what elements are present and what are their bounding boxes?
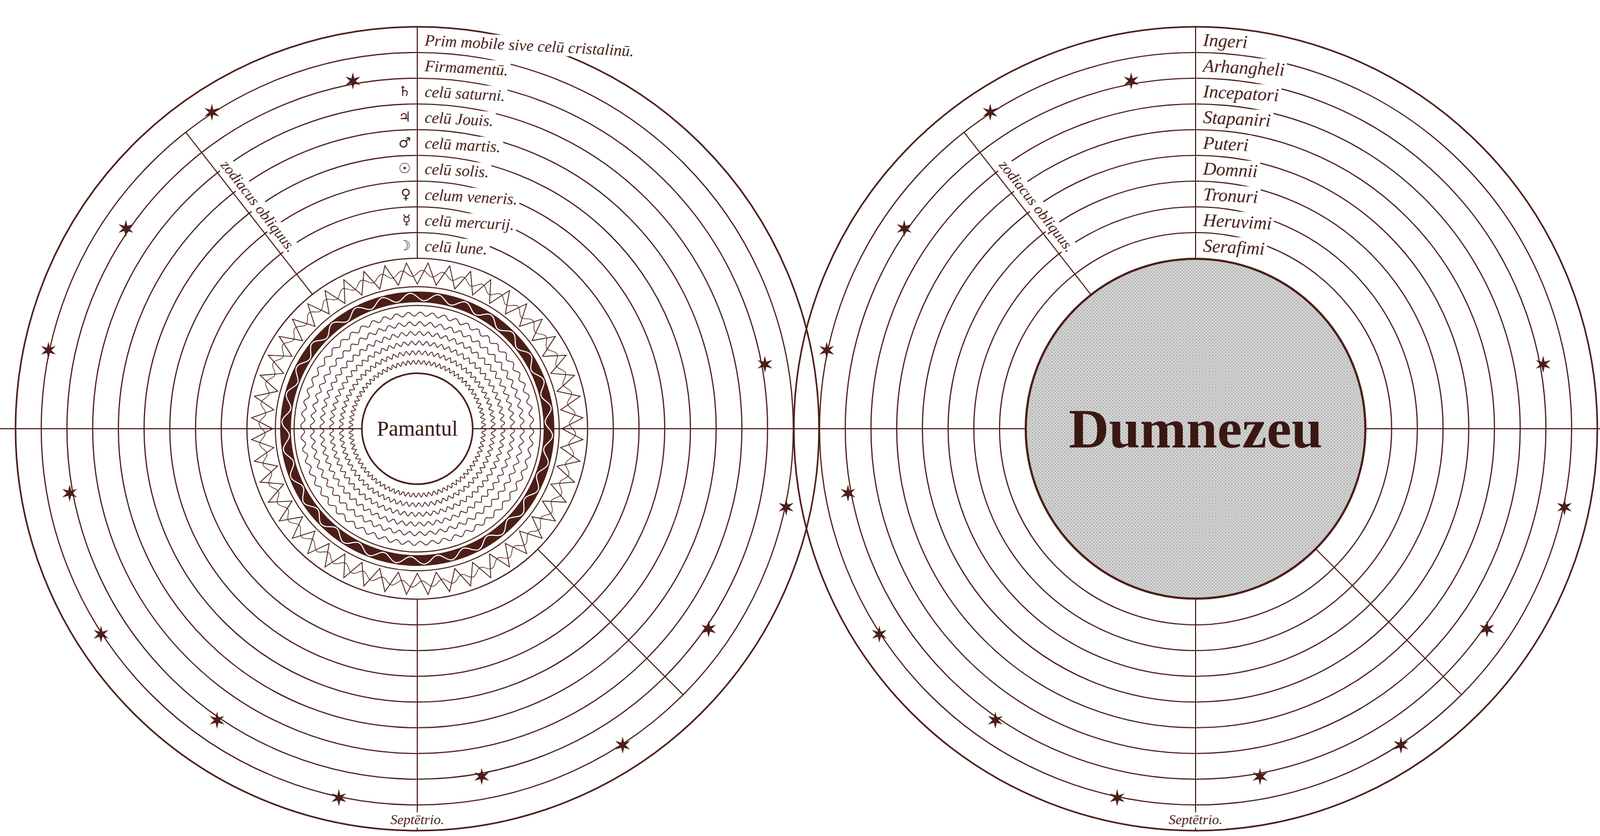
choir-name: Arhangheli xyxy=(1200,55,1288,80)
star-symbol xyxy=(474,767,490,785)
water-sphere xyxy=(310,321,524,536)
star-symbol xyxy=(982,103,998,122)
planet-symbol: ♃ xyxy=(396,109,413,125)
star-symbol xyxy=(331,789,347,807)
sphere-name: celū solis. xyxy=(422,159,492,182)
star-symbol xyxy=(872,625,888,643)
water-sphere xyxy=(348,359,486,498)
water-sphere xyxy=(329,340,506,517)
star-symbol xyxy=(1252,767,1268,785)
star-symbol xyxy=(93,625,109,643)
sphere-name: celū lune. xyxy=(422,236,490,258)
zodiac-line xyxy=(1316,549,1462,695)
planet-symbol: ☽ xyxy=(396,237,413,254)
sphere-ring xyxy=(1025,258,1366,599)
north-label: Septētrio. xyxy=(1166,812,1225,828)
planet-symbol: ♀ xyxy=(398,186,413,202)
choir-name: Domnii xyxy=(1200,158,1261,182)
star-symbol xyxy=(840,484,856,502)
water-sphere xyxy=(301,312,535,546)
star-symbol xyxy=(345,72,361,90)
circle-shape xyxy=(1026,259,1366,599)
zodiac-line xyxy=(185,132,313,295)
star-symbol xyxy=(1479,620,1495,638)
choir-name: Puteri xyxy=(1200,132,1252,155)
sphere-name: celum veneris. xyxy=(422,185,521,208)
center-name: Dumnezeu xyxy=(1068,397,1323,460)
sphere-name: celū mercurij. xyxy=(422,211,517,234)
zodiac-line xyxy=(537,549,684,695)
water-sphere xyxy=(339,350,496,507)
star-symbol xyxy=(1123,72,1139,90)
center-name: Pamantul xyxy=(376,416,458,441)
sphere-center: Dumnezeu xyxy=(1025,258,1366,599)
star-symbol xyxy=(209,711,225,729)
choir-name: Tronuri xyxy=(1200,183,1261,207)
water-sphere xyxy=(319,331,515,526)
planet-symbol: ☉ xyxy=(396,160,413,177)
star-symbol xyxy=(896,219,912,237)
star-symbol xyxy=(757,355,773,373)
choir-name: Ingeri xyxy=(1200,29,1251,52)
choir-name: Stapaniri xyxy=(1200,106,1274,131)
air-sphere xyxy=(275,286,560,571)
star-symbol xyxy=(41,341,57,359)
star-symbol xyxy=(819,341,835,359)
sphere-name: Firmamentū. xyxy=(422,56,511,80)
sphere-center: Pamantul xyxy=(361,372,474,485)
zodiac-label: zodiacus obliquus. xyxy=(994,155,1080,258)
star-symbol xyxy=(1535,355,1551,373)
sphere-name: celū Jouis. xyxy=(422,108,497,130)
planet-symbol: ♄ xyxy=(396,83,413,100)
planet-symbol: ♂ xyxy=(396,134,413,151)
air-sphere xyxy=(294,305,541,552)
fire-sphere xyxy=(251,263,584,595)
zodiac-line xyxy=(964,132,1091,295)
choir-name: Serafimi xyxy=(1200,235,1268,259)
air-sphere xyxy=(285,296,550,561)
sphere-rings xyxy=(0,26,1600,831)
zodiac-label: zodiacus obliquus. xyxy=(216,155,302,258)
star-symbol xyxy=(118,219,134,237)
divider-line xyxy=(416,598,418,831)
star-symbol xyxy=(701,620,717,638)
choir-name: Incepatori xyxy=(1200,80,1282,105)
circle-shape xyxy=(362,373,473,485)
north-label: Septētrio. xyxy=(388,812,447,828)
planet-symbol: ☿ xyxy=(400,212,413,228)
sphere-name: celū saturni. xyxy=(422,82,508,105)
star-symbol xyxy=(615,735,631,754)
sphere-name: Prim mobile sive celū cristalinū. xyxy=(422,31,637,60)
star-symbol xyxy=(1393,735,1409,754)
divider-line xyxy=(1195,26,1197,259)
star-symbol xyxy=(987,711,1003,729)
star-symbol xyxy=(62,484,78,502)
choir-name: Heruvimi xyxy=(1200,209,1275,234)
fire-sphere xyxy=(258,269,576,588)
star-symbol xyxy=(204,103,220,122)
star-symbol xyxy=(778,498,794,516)
sphere-name: celū martis. xyxy=(422,133,503,156)
air-sphere xyxy=(281,293,553,564)
star-symbol xyxy=(1557,498,1573,516)
star-symbol xyxy=(1109,789,1125,807)
divider-line xyxy=(1195,598,1197,831)
divider-line xyxy=(416,26,418,259)
